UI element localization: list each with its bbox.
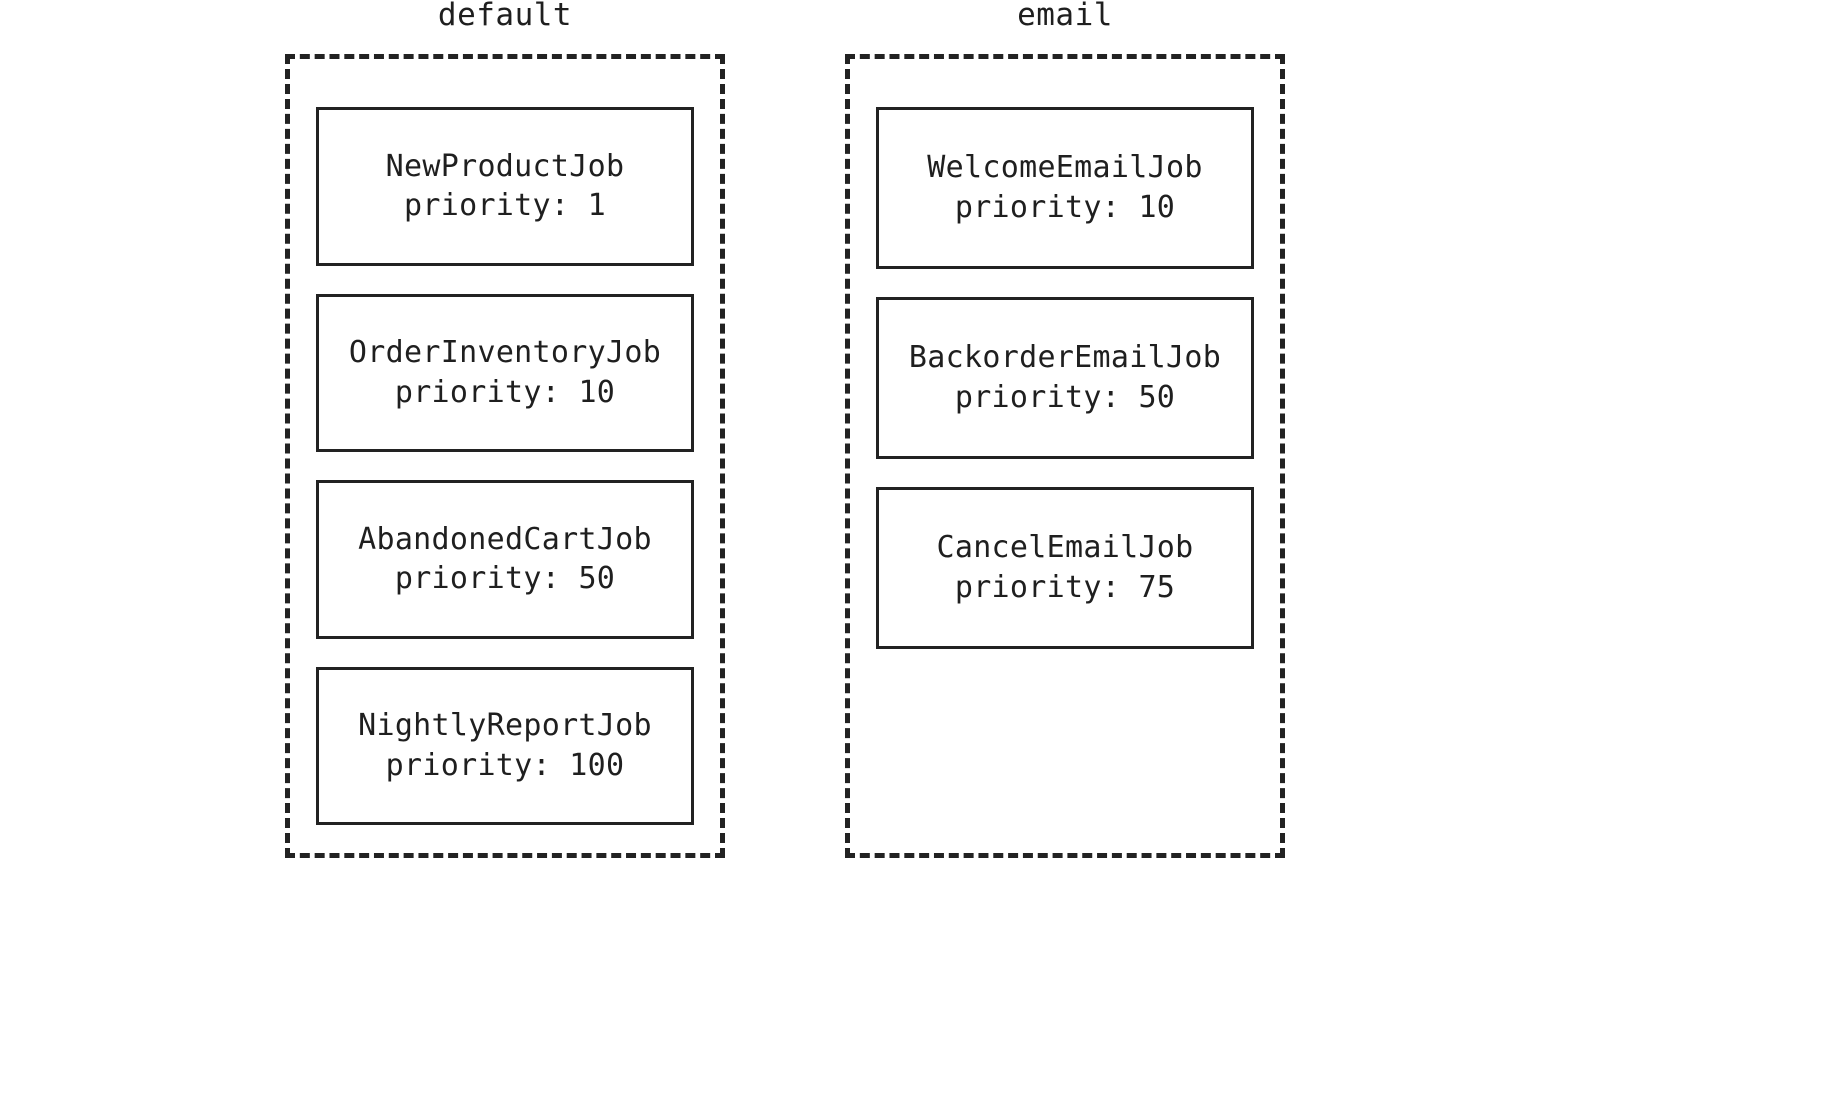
job-card[interactable]: OrderInventoryJob priority: 10: [316, 293, 694, 452]
job-card[interactable]: BackorderEmailJob priority: 50: [876, 297, 1254, 459]
job-name: NightlyReportJob: [358, 708, 652, 744]
job-priority: priority: 50: [954, 380, 1176, 415]
queue-label-default: default: [437, 0, 573, 33]
job-name: WelcomeEmailJob: [927, 150, 1203, 186]
queue-container-default: NewProductJob priority: 1 OrderInventory…: [285, 54, 725, 858]
job-name: OrderInventoryJob: [348, 335, 662, 371]
job-priority: priority: 50: [394, 561, 616, 597]
queue-label-email: email: [1017, 0, 1113, 33]
job-name: NewProductJob: [385, 148, 625, 184]
queue-column-email: email WelcomeEmailJob priority: 10 Backo…: [845, 0, 1285, 858]
job-priority: priority: 10: [954, 190, 1176, 225]
job-priority: priority: 1: [404, 188, 606, 224]
queue-container-email: WelcomeEmailJob priority: 10 BackorderEm…: [845, 54, 1285, 858]
job-priority: priority: 100: [385, 747, 625, 783]
job-priority: priority: 75: [954, 570, 1176, 605]
job-name: AbandonedCartJob: [358, 521, 652, 557]
job-name: BackorderEmailJob: [908, 340, 1222, 376]
job-priority: priority: 10: [394, 374, 616, 410]
job-card[interactable]: NightlyReportJob priority: 100: [316, 666, 694, 825]
queue-column-default: default NewProductJob priority: 1 OrderI…: [285, 0, 725, 858]
job-card[interactable]: WelcomeEmailJob priority: 10: [876, 107, 1254, 269]
job-name: CancelEmailJob: [936, 530, 1194, 566]
job-card[interactable]: CancelEmailJob priority: 75: [876, 487, 1254, 649]
job-card[interactable]: NewProductJob priority: 1: [316, 107, 694, 266]
job-card[interactable]: AbandonedCartJob priority: 50: [316, 480, 694, 639]
